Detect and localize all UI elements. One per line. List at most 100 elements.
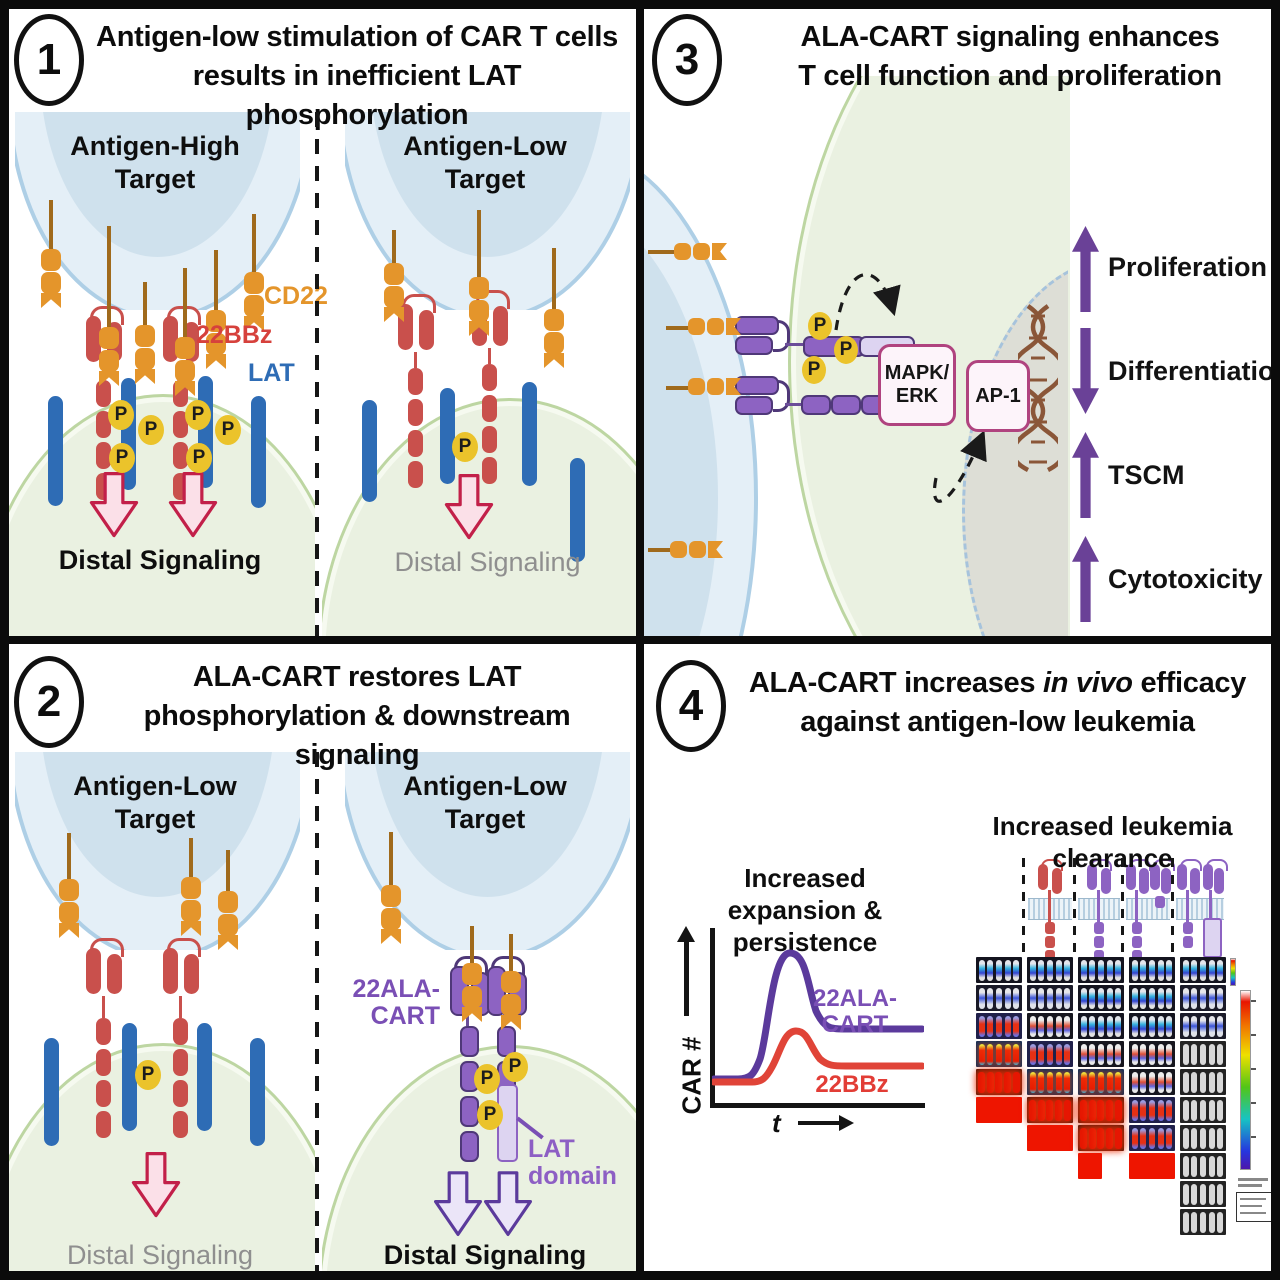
lat-molecule-icon [362, 400, 377, 502]
cd22-antigen-icon [58, 833, 80, 938]
panel-title: ALA-CART signaling enhances T cell funct… [798, 21, 1222, 92]
target-cell [15, 112, 300, 310]
panel-title: Antigen-low stimulation of CAR T cells r… [96, 21, 618, 131]
mouse-imaging-tile [1180, 1125, 1226, 1151]
car-chain-icon [173, 1018, 188, 1138]
mouse-imaging-tile [1180, 1181, 1226, 1207]
lat-molecule-icon [570, 458, 585, 562]
signal-arrow-icon [484, 1171, 532, 1236]
mouse-imaging-tile [976, 1013, 1022, 1039]
x-axis-label: t [772, 1108, 781, 1138]
cd22-antigen-icon [174, 268, 196, 396]
panel-number: 3 [674, 35, 700, 84]
mouse-imaging-tile [1180, 1069, 1226, 1095]
signal-arrow-icon [444, 474, 494, 540]
mouse-imaging-tile [1027, 1097, 1073, 1123]
series-label-22ala-cart: 22ALA- CART [812, 985, 897, 1038]
lat-molecule-icon [48, 396, 63, 506]
x-arrow-shaft [798, 1121, 840, 1125]
mouse-imaging-tile [1129, 1013, 1175, 1039]
cd22-antigen-icon [98, 226, 120, 386]
mouse-imaging-tile [1078, 1013, 1124, 1039]
curve-22bbz [712, 1027, 924, 1086]
distal-signaling-label: Distal Signaling [66, 1240, 254, 1270]
lat-molecule-icon [440, 388, 455, 484]
distal-signaling-label: Distal Signaling [383, 1240, 587, 1270]
phospho-icon: P [474, 1064, 500, 1094]
mouse-imaging-tile [1180, 1153, 1226, 1179]
panel-number: 1 [36, 35, 62, 84]
mouse-imaging-tile [1078, 1153, 1102, 1179]
cd22-antigen-icon [40, 200, 62, 308]
colorbar-icon [1240, 990, 1251, 1170]
panel-number: 4 [678, 681, 704, 730]
mouse-imaging-tile [976, 985, 1022, 1011]
curve-22ala-cart [712, 949, 924, 1083]
mouse-imaging-column [1180, 957, 1226, 1235]
panel-number-badge: 1 [14, 14, 84, 106]
construct-22ala-cart-icon [1176, 859, 1228, 958]
lat-molecule-icon [251, 396, 266, 508]
car-chain-icon [408, 368, 423, 488]
target-cell-label: Antigen-Low Target [403, 771, 567, 834]
mouse-imaging-tile [1027, 1013, 1073, 1039]
panel-number-badge: 3 [652, 14, 722, 106]
mouse-imaging-tile [1078, 1097, 1124, 1123]
cd22-antigen-icon [383, 230, 405, 322]
expansion-curves [712, 949, 924, 1086]
cd22-antigen-icon [500, 934, 522, 1030]
mouse-imaging-tile [1027, 1069, 1073, 1095]
panel-number-badge: 2 [14, 656, 84, 748]
mouse-imaging-tile [1180, 1013, 1226, 1039]
phospho-icon: P [108, 400, 134, 430]
lat-label: LAT [248, 359, 295, 387]
mouse-imaging-tile [1180, 957, 1226, 983]
mouse-imaging-tile [1129, 1097, 1175, 1123]
mouse-imaging-tile [1078, 985, 1124, 1011]
mouse-imaging-tile [1180, 1209, 1226, 1235]
mouse-imaging-column [1027, 957, 1073, 1235]
phospho-icon: P [138, 415, 164, 445]
up-arrow-icon [1072, 432, 1099, 518]
construct-divider [1171, 858, 1174, 954]
mouse-imaging-tile [1078, 1041, 1124, 1067]
mouse-imaging-tile [1129, 1125, 1175, 1151]
phospho-icon: P [808, 312, 832, 340]
construct-divider [1121, 858, 1124, 954]
y-axis-label: CAR # [676, 1036, 707, 1115]
construct-purple-bivalent-car-icon [1125, 859, 1175, 962]
mouse-imaging-tile [976, 957, 1022, 983]
y-arrow-head-icon [677, 926, 695, 942]
down-arrow-icon [1072, 328, 1099, 414]
phospho-icon: P [834, 336, 858, 364]
panel-number: 2 [36, 677, 62, 726]
phospho-icon: P [452, 432, 478, 462]
subpanel-divider [315, 752, 319, 1276]
phospho-icon: P [477, 1100, 503, 1130]
mouse-imaging-tile [1078, 1125, 1124, 1151]
cd22-antigen-icon [243, 214, 265, 331]
subpanel-divider [315, 112, 319, 636]
x-axis [710, 1103, 925, 1108]
phospho-icon: P [109, 443, 135, 473]
cd22-antigen-icon [217, 850, 239, 950]
construct-divider [1022, 858, 1025, 954]
lat-molecule-icon [44, 1038, 59, 1146]
mapk-erk-box: MAPK/ ERK [878, 344, 956, 426]
cd22-antigen-icon [180, 838, 202, 936]
nucleus [952, 252, 1068, 640]
phospho-icon: P [802, 356, 826, 384]
lat-molecule-icon [250, 1038, 265, 1146]
target-cell-label: Antigen-Low Target [73, 771, 237, 834]
car-22bbz-label: 22BBz [196, 321, 273, 349]
y-axis [710, 928, 715, 1108]
lat-domain-label: LAT domain [528, 1135, 617, 1190]
target-cell-label: Antigen-High Target [70, 131, 240, 194]
mouse-imaging-tile [1027, 1125, 1073, 1151]
construct-purple-car-icon [1080, 859, 1122, 962]
clearance-subtitle: Increased leukemia clearance [992, 811, 1233, 873]
car-chain-icon [96, 1018, 111, 1138]
mouse-imaging-tile [1078, 1069, 1124, 1095]
panel-number-badge: 4 [656, 660, 726, 752]
signal-arrow-icon [131, 1152, 181, 1218]
